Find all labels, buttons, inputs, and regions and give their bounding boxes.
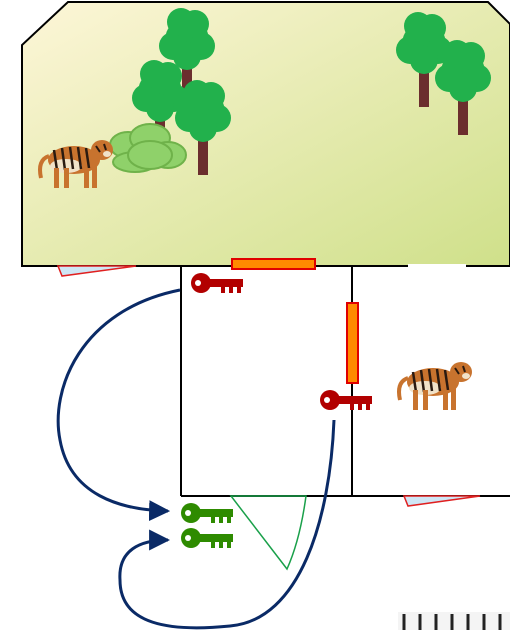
open-door-outdoor [56,265,137,277]
green-key-icon [181,503,233,523]
arrow-red-key-to-green-key [56,288,181,522]
locked-door-middle [346,302,359,384]
partial-grate [398,612,510,630]
locked-door-top [231,258,316,270]
arrow-red-key-to-green-key-2 [118,419,336,630]
bush-icon [109,123,187,173]
green-key-icon [181,528,233,548]
swing-door-bottom [229,495,307,571]
red-key-icon [191,273,243,293]
wall-gap [408,264,466,268]
open-door-right [402,495,481,507]
tiger-icon [397,360,474,412]
red-key-icon [320,390,372,410]
